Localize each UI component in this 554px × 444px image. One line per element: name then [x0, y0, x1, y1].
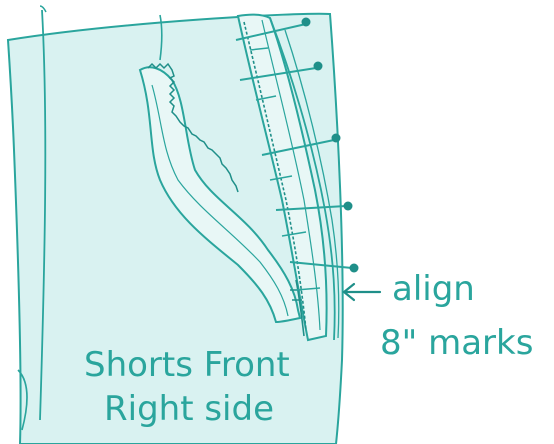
title-line-1: Shorts Front	[84, 345, 290, 385]
pin-head-icon	[332, 134, 341, 143]
panel-top-edge-line	[40, 6, 46, 12]
note-line-1: align	[392, 269, 475, 309]
note-line-2: 8" marks	[380, 323, 533, 363]
pin-head-icon	[314, 62, 323, 71]
pin-head-icon	[350, 264, 359, 273]
title-line-2: Right side	[104, 389, 274, 429]
arrow-icon	[344, 284, 380, 300]
pin-head-icon	[302, 18, 311, 27]
pin-head-icon	[344, 202, 353, 211]
